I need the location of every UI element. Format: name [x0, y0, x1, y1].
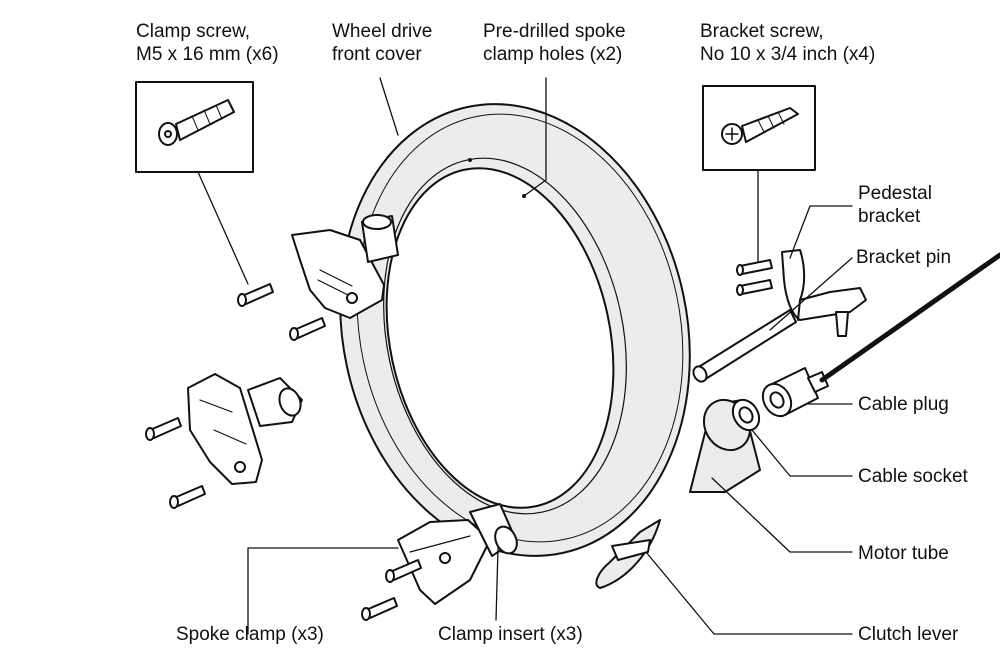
label-motor-tube: Motor tube: [858, 543, 949, 564]
leader-bracket-pin: [769, 257, 853, 331]
leader-clutch-lever: [645, 551, 853, 635]
label-bracket-pin: Bracket pin: [856, 247, 952, 268]
label-front-cover: Wheel drive front cover: [332, 20, 432, 66]
label-clamp-insert: Clamp insert (x3): [438, 624, 583, 645]
label-clamp-screw-line2: M5 x 16 mm (x6): [136, 44, 279, 65]
left-spoke-clamp: [187, 373, 263, 485]
bracket-screw-inset: [702, 85, 816, 171]
label-spoke-holes: Pre-drilled spoke clamp holes (x2): [483, 20, 626, 66]
label-cable-plug: Cable plug: [858, 394, 949, 415]
loose-clamp-screws: [145, 283, 422, 621]
leader-spoke-holes: [523, 77, 547, 197]
cable-socket: [731, 398, 761, 432]
label-bracket-screw-line1: Bracket screw,: [700, 21, 824, 42]
bottom-spoke-clamp: [397, 519, 491, 605]
bracket-screws: [736, 259, 773, 296]
label-cable-socket: Cable socket: [858, 466, 968, 487]
label-clutch-lever: Clutch lever: [858, 624, 959, 645]
upper-spoke-clamp: [291, 229, 385, 319]
label-pedestal-bracket: Pedestal bracket: [858, 182, 932, 228]
label-bracket-screw: Bracket screw, No 10 x 3/4 inch (x4): [700, 20, 875, 66]
clutch-lever: [595, 519, 661, 589]
label-pedestal-bracket-line2: bracket: [858, 206, 921, 227]
leader-pedestal: [789, 205, 853, 259]
leader-clamp-screw: [197, 171, 249, 285]
leader-motor-tube: [711, 477, 853, 553]
upper-clamp-insert: [361, 214, 399, 263]
cable: [819, 252, 1000, 383]
label-spoke-clamp: Spoke clamp (x3): [176, 624, 324, 645]
label-clamp-screw: Clamp screw, M5 x 16 mm (x6): [136, 20, 279, 66]
spoke-hole-1: [468, 158, 472, 162]
label-front-cover-line2: front cover: [332, 44, 422, 65]
leader-front-cover: [379, 77, 399, 136]
bottom-clamp-insert: [469, 503, 518, 557]
left-clamp-insert: [247, 377, 303, 427]
label-pedestal-bracket-line1: Pedestal: [858, 183, 932, 204]
front-cover-ring: [339, 103, 691, 557]
leader-spoke-clamp: [247, 547, 399, 635]
leader-lines: [197, 77, 853, 635]
bracket-pin: [692, 309, 797, 383]
pedestal-bracket: [781, 249, 867, 337]
cable-plug: [761, 367, 829, 418]
label-clamp-screw-line1: Clamp screw,: [136, 21, 251, 42]
clamp-screw-inset: [135, 81, 254, 173]
label-spoke-holes-line1: Pre-drilled spoke: [483, 21, 626, 42]
label-bracket-screw-line2: No 10 x 3/4 inch (x4): [700, 44, 876, 65]
label-front-cover-line1: Wheel drive: [332, 21, 433, 42]
leader-clamp-insert: [495, 547, 499, 621]
label-spoke-holes-line2: clamp holes (x2): [483, 44, 623, 65]
leader-cable-socket: [751, 429, 853, 477]
